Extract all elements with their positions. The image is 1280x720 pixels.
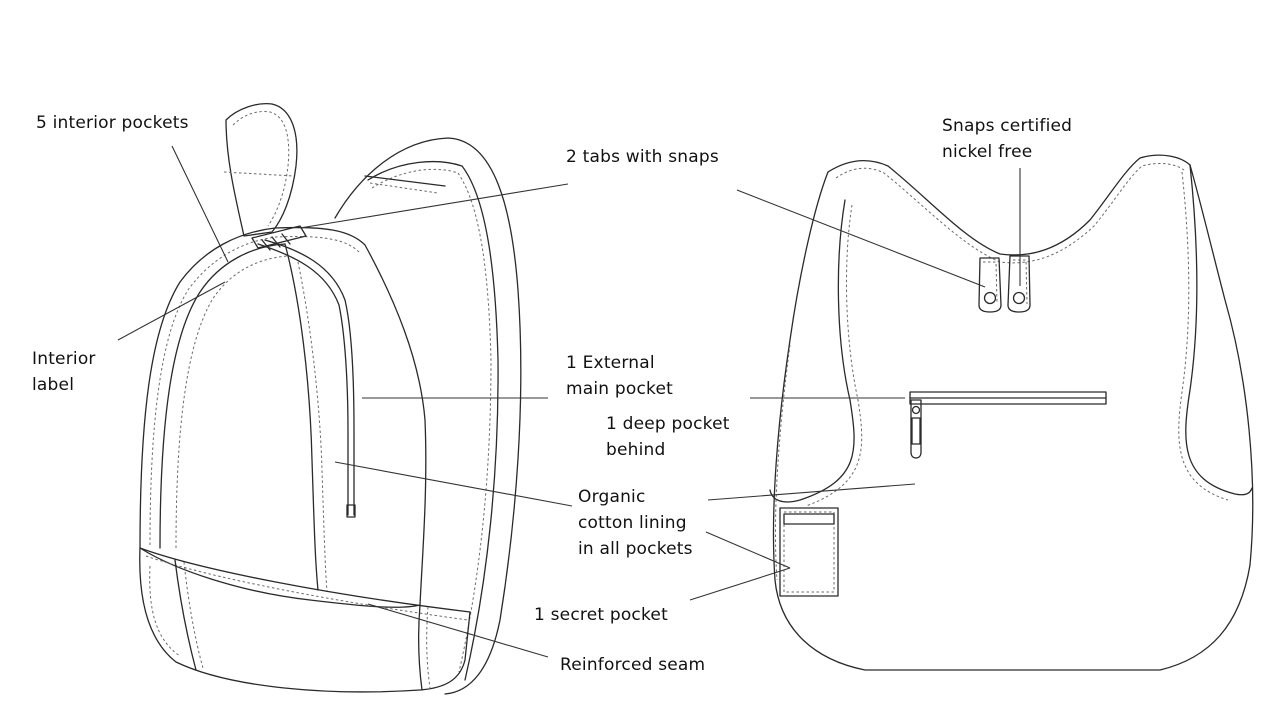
label-snaps-certified: Snaps certified nickel free	[942, 113, 1072, 165]
label-interior-label-line2: label	[32, 375, 75, 395]
leader-tabs-front	[299, 183, 569, 229]
back-body-outline	[772, 164, 1254, 671]
front-bottom-panel	[139, 547, 471, 693]
label-secret-pocket: 1 secret pocket	[534, 602, 668, 628]
label-lining-line3: in all pockets	[578, 539, 693, 559]
label-external-pocket-line1: 1 External	[566, 353, 655, 373]
leader-lining-to-secret	[705, 531, 791, 569]
label-snaps-certified-line1: Snaps certified	[942, 116, 1073, 136]
front-strap-outer	[334, 137, 522, 695]
label-interior-pockets-text: 5 interior pockets	[36, 113, 189, 133]
back-backpack-drawing	[769, 154, 1254, 671]
leader-interior-pockets	[171, 145, 229, 263]
label-reinforced-seam: Reinforced seam	[560, 652, 705, 678]
front-zipper-pull	[251, 225, 307, 249]
back-zipper-pull	[910, 399, 922, 459]
leader-secret-pocket	[689, 567, 791, 601]
front-backpack-drawing	[139, 102, 522, 695]
label-deep-pocket-line2: behind	[606, 440, 666, 460]
back-left-strap	[769, 199, 855, 503]
leader-reinforced-seam	[367, 603, 549, 658]
label-secret-pocket-text: 1 secret pocket	[534, 605, 668, 625]
leader-lines	[117, 145, 1021, 658]
front-body-outline	[139, 226, 427, 608]
label-interior-label-line1: Interior	[32, 349, 96, 369]
back-snap-tabs	[978, 255, 1031, 313]
label-external-pocket-line2: main pocket	[566, 379, 673, 399]
label-snaps-certified-line2: nickel free	[942, 142, 1033, 162]
label-interior-pockets: 5 interior pockets	[36, 110, 189, 136]
back-zipper	[909, 391, 1107, 459]
label-deep-pocket: 1 deep pocket behind	[606, 411, 730, 463]
leader-lining-back	[707, 483, 916, 501]
label-tabs-snaps-text: 2 tabs with snaps	[566, 147, 719, 167]
leader-lining-front	[334, 461, 573, 507]
label-lining-line2: cotton lining	[578, 513, 687, 533]
label-reinforced-seam-text: Reinforced seam	[560, 655, 706, 675]
label-lining: Organic cotton lining in all pockets	[578, 484, 693, 562]
label-external-pocket: 1 External main pocket	[566, 350, 673, 402]
leader-tabs-back	[736, 189, 986, 288]
label-interior-label: Interior label	[32, 346, 96, 398]
front-zipper	[264, 239, 355, 516]
front-strap-inner	[367, 160, 499, 681]
label-tabs-snaps: 2 tabs with snaps	[566, 144, 719, 170]
back-secret-pocket	[779, 507, 839, 597]
label-deep-pocket-line1: 1 deep pocket	[606, 414, 730, 434]
leader-interior-label	[117, 281, 226, 341]
front-top-strap	[225, 102, 298, 237]
label-lining-line1: Organic	[578, 487, 646, 507]
back-right-strap	[1185, 164, 1253, 496]
